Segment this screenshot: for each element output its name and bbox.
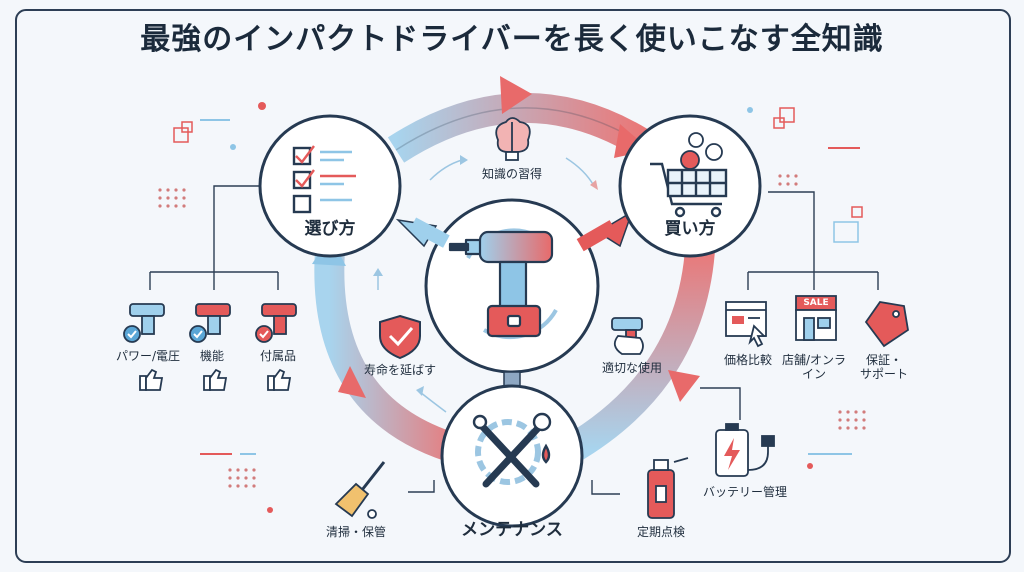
node-buy <box>618 114 762 258</box>
cycle-arrows <box>312 76 715 465</box>
buy-item-warranty-line2: サポート <box>859 366 909 381</box>
label-proper-use: 適切な使用 <box>601 361 663 375</box>
maintain-sub-icons <box>334 423 775 519</box>
buy-item-store-line1: 店舗/オンラ <box>781 353 847 367</box>
choose-item-accessories: 付属品 <box>259 349 297 363</box>
hand-drill-icon <box>611 317 644 355</box>
thumbs-up-icon <box>267 368 292 391</box>
thumbs-up-icon <box>203 368 228 391</box>
price-compare-icon <box>725 301 767 348</box>
node-label-buy: 買い方 <box>664 219 716 239</box>
drill-features-icon <box>189 303 231 343</box>
arrow-head-left <box>338 366 366 398</box>
sale-tag-text: SALE <box>803 298 829 308</box>
node-label-maintain: メンテナンス <box>461 520 563 540</box>
buy-sub-icons <box>725 295 909 348</box>
choose-item-power: パワー/電圧 <box>115 349 181 363</box>
node-label-choose: 選び方 <box>304 219 356 239</box>
accent-dashes <box>200 119 860 455</box>
arrow-head-top <box>500 76 532 114</box>
maintain-item-clean: 清掃・保管 <box>325 525 387 539</box>
node-maintain <box>440 384 584 528</box>
label-extend-life: 寿命を延ばす <box>363 363 437 377</box>
decorative-pattern <box>173 102 863 513</box>
arrow-head-right <box>668 370 700 402</box>
checklist-icon <box>292 145 356 214</box>
maintain-item-inspect: 定期点検 <box>636 525 686 539</box>
choose-item-features: 機能 <box>199 349 225 363</box>
buy-item-store: 店舗/オンラ イン <box>781 353 847 382</box>
gear-wrench-icon <box>472 412 552 488</box>
store-icon <box>795 295 837 341</box>
coin-icon <box>680 132 723 170</box>
buy-item-warranty-line1: 保証・ <box>865 353 903 367</box>
shield-check-icon <box>379 314 421 360</box>
broom-icon <box>334 461 386 519</box>
choose-sub-icons <box>123 303 297 391</box>
battery-icon <box>715 423 775 477</box>
shopping-cart-icon <box>650 162 728 218</box>
inner-arrows <box>373 155 598 413</box>
brain-icon <box>495 117 531 161</box>
frame-border <box>15 9 1011 563</box>
maintain-item-battery: バッテリー管理 <box>702 485 788 499</box>
drill-power-icon <box>123 303 165 343</box>
node-choose <box>258 114 402 258</box>
label-knowledge: 知識の習得 <box>481 167 543 181</box>
impact-drill-icon <box>448 230 554 338</box>
buy-item-store-line2: イン <box>801 366 827 381</box>
page-title: 最強のインパクトドライバーを長く使いこなす全知識 <box>140 22 884 57</box>
buy-item-warranty: 保証・ サポート <box>859 353 909 382</box>
thumbs-up-icon <box>139 368 164 391</box>
drill-accessories-icon <box>255 303 297 343</box>
connector-lines <box>149 185 879 495</box>
dot-grid <box>158 174 866 488</box>
buy-item-compare: 価格比較 <box>723 353 773 367</box>
center-node <box>395 198 634 418</box>
spray-can-icon <box>647 457 689 519</box>
price-tag-icon <box>864 301 909 348</box>
